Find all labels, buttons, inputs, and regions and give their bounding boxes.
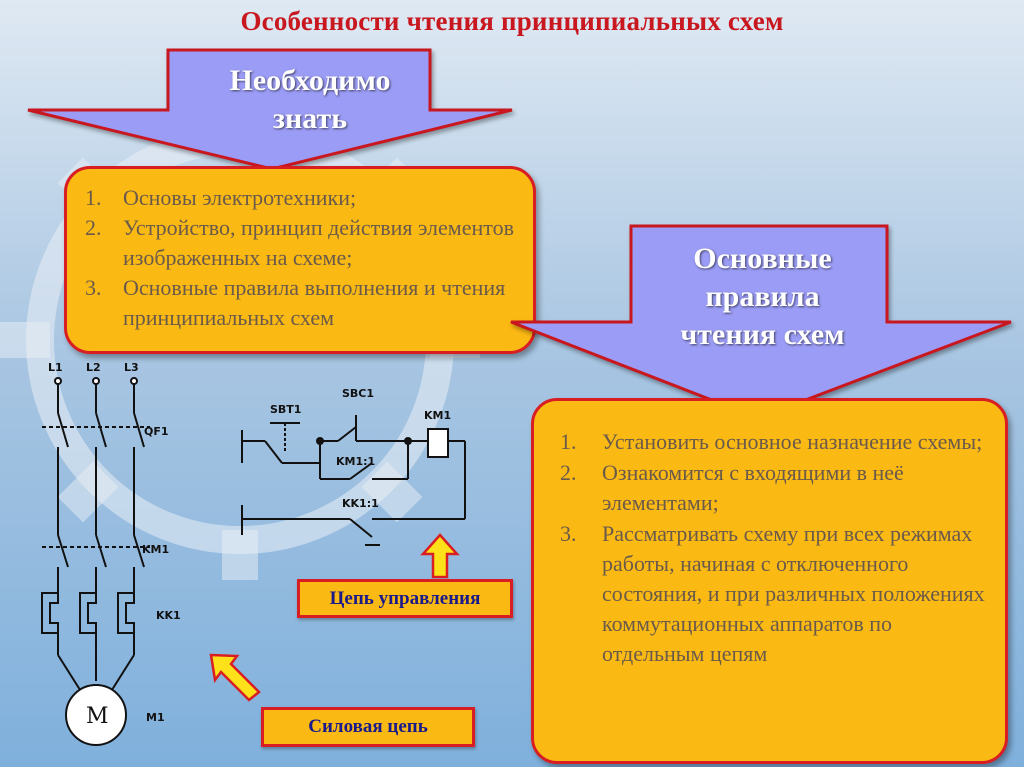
list-item-number: 2. bbox=[85, 215, 102, 240]
power-circuit-tag: Силовая цепь bbox=[261, 707, 475, 747]
rules-arrow-shape bbox=[510, 224, 1012, 420]
label-l3: L3 bbox=[124, 361, 139, 374]
list-item: 2. Устройство, принцип действия элементов… bbox=[85, 213, 525, 273]
rules-list-box: 1.Установить основное назначение схемы; … bbox=[531, 398, 1008, 764]
list-item-number: 1. bbox=[85, 185, 102, 210]
list-item-text: Основы электротехники; bbox=[123, 185, 357, 210]
control-pointer-arrow-icon bbox=[420, 533, 460, 579]
rules-list: 1.Установить основное назначение схемы; … bbox=[560, 427, 990, 670]
list-item-number: 3. bbox=[560, 521, 577, 546]
list-item-text: Ознакомится с входящими в неё элементами… bbox=[602, 460, 904, 515]
page-title: Особенности чтения принципиальных схем bbox=[240, 6, 784, 36]
label-m1: M1 bbox=[146, 711, 165, 724]
know-arrow-line2: знать bbox=[272, 102, 348, 135]
circuit-schematic: L1 L2 L3 QF1 KM1 KK1 M M1 SBT1 SBC1 KM1 … bbox=[41, 361, 466, 746]
list-item-number: 3. bbox=[85, 275, 102, 300]
list-item: 3. Рассматривать схему при всех режимах р… bbox=[560, 519, 990, 669]
know-list: 1. Основы электротехники; 2. Устройство, п… bbox=[85, 183, 525, 333]
label-km1-power: KM1 bbox=[142, 543, 169, 556]
rules-arrow-line3: чтения схем bbox=[680, 318, 845, 351]
control-circuit-tag: Цепь управления bbox=[297, 579, 513, 618]
label-motor: M bbox=[86, 704, 109, 729]
label-l1: L1 bbox=[48, 361, 63, 374]
list-item: 2. Ознакомится с входящими в неё элемента… bbox=[560, 458, 990, 518]
know-list-box: 1. Основы электротехники; 2. Устройство, п… bbox=[64, 166, 536, 354]
list-item-number: 1. bbox=[560, 429, 577, 454]
list-item-text: Установить основное назначение схемы; bbox=[602, 429, 983, 454]
power-pointer-arrow-icon bbox=[209, 653, 261, 702]
know-arrow-shape bbox=[27, 48, 513, 171]
list-item-text: Рассматривать схему при всех режимах раб… bbox=[602, 521, 985, 666]
label-sbc1: SBC1 bbox=[342, 387, 374, 400]
list-item-number: 2. bbox=[560, 460, 577, 485]
rules-arrow-label: Основные правила чтения схем bbox=[635, 240, 890, 354]
list-item-text: Устройство, принцип действия элементов и… bbox=[123, 215, 514, 270]
label-kk1-contact: KK1:1 bbox=[342, 497, 379, 510]
list-item: 3. Основные правила выполнения и чтения п… bbox=[85, 273, 525, 333]
list-item: 1. Основы электротехники; bbox=[85, 183, 525, 213]
label-km1-coil: KM1 bbox=[424, 409, 451, 422]
know-arrow-label: Необходимо знать bbox=[185, 62, 435, 138]
know-arrow-line1: Необходимо bbox=[229, 64, 391, 97]
rules-arrow-line1: Основные bbox=[693, 242, 832, 275]
label-kk1-power: KK1 bbox=[156, 609, 181, 622]
label-qf1: QF1 bbox=[144, 425, 169, 438]
label-km1-contact: KM1:1 bbox=[336, 455, 375, 468]
list-item: 1. Установить основное назначение схемы; bbox=[560, 427, 990, 457]
rules-arrow-line2: правила bbox=[705, 280, 820, 313]
list-item-text: Основные правила выполнения и чтения при… bbox=[123, 275, 506, 330]
label-l2: L2 bbox=[86, 361, 101, 374]
label-sbt1: SBT1 bbox=[270, 403, 301, 416]
